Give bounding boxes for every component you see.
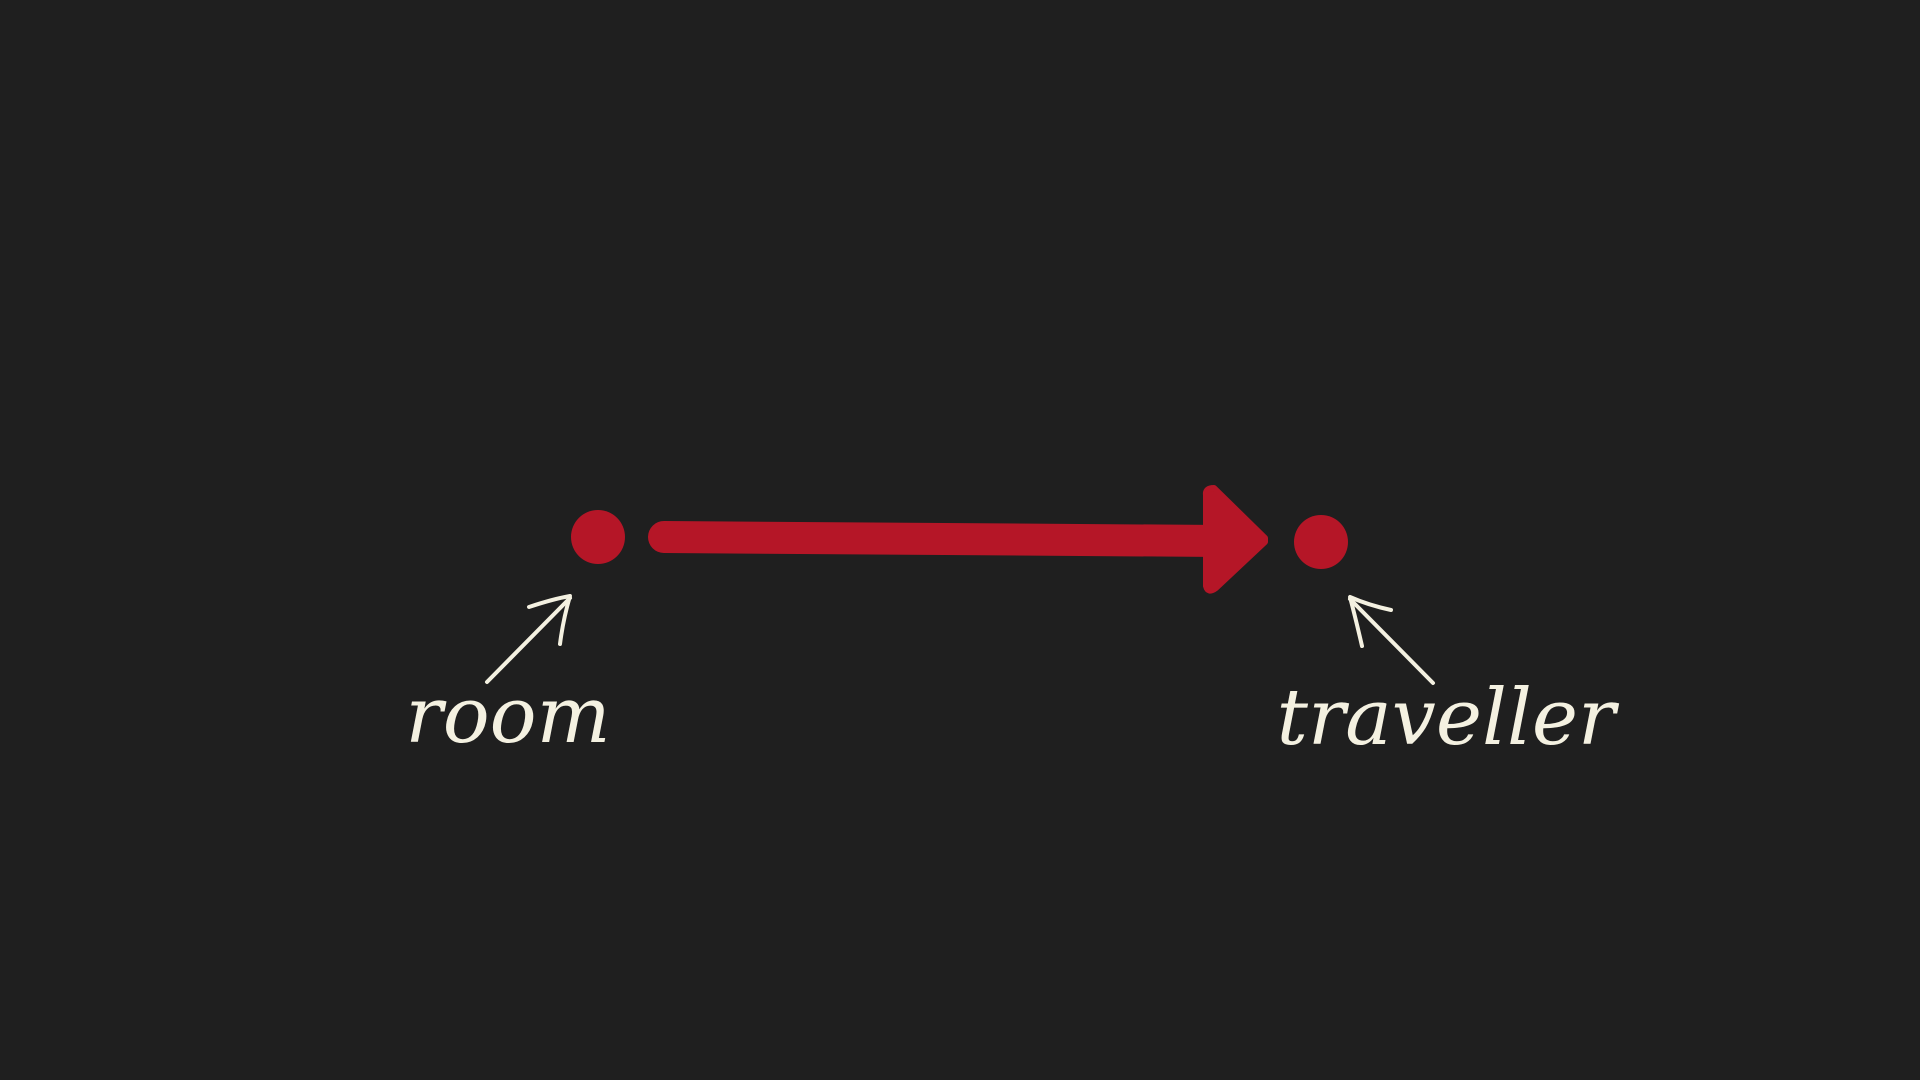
main-arrow-shaft xyxy=(648,521,1238,557)
main-arrow-head xyxy=(1202,485,1268,594)
source-pointer-arrow xyxy=(485,594,572,684)
main-arrow xyxy=(648,485,1268,594)
target-node xyxy=(1294,515,1348,569)
target-pointer-arrow xyxy=(1348,595,1435,685)
target-label: traveller xyxy=(1277,673,1620,763)
source-label: room xyxy=(405,671,610,761)
source-node xyxy=(571,510,625,564)
